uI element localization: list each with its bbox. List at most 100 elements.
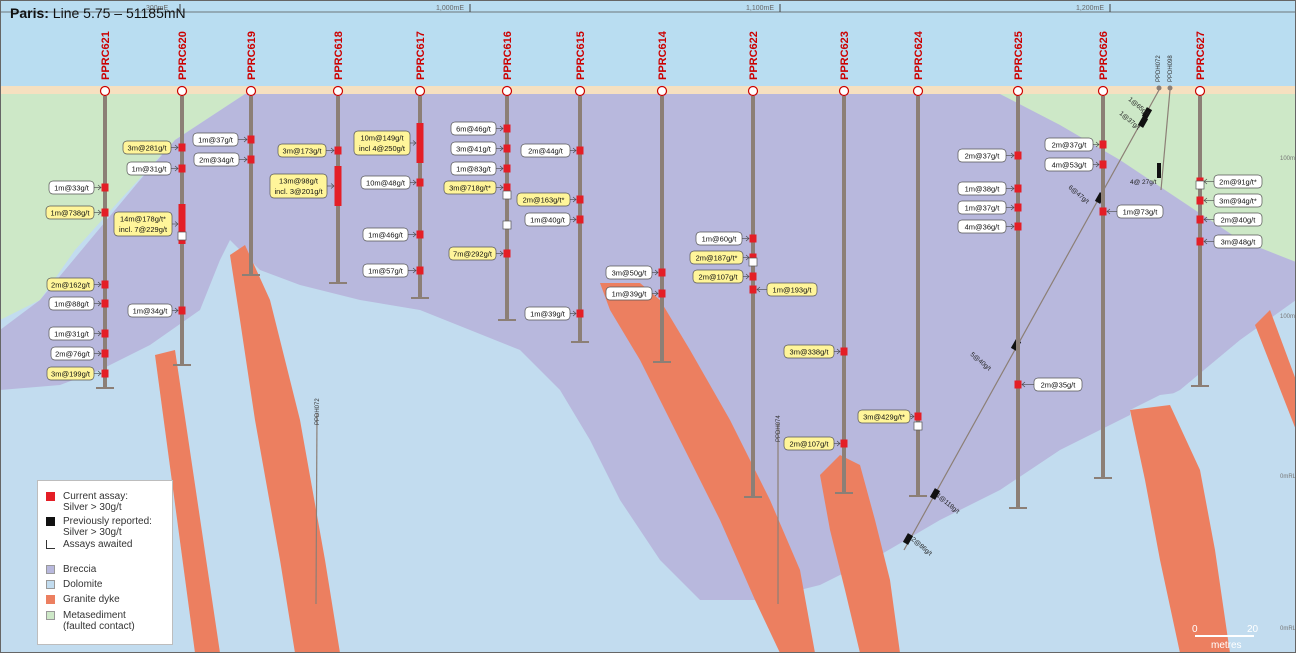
current-interval	[576, 146, 584, 155]
leader-arrow	[745, 273, 750, 280]
previous-interval	[1137, 116, 1149, 128]
leader-arrow	[330, 147, 335, 154]
current-interval	[1196, 237, 1204, 246]
intercept-text: 1m@37g/t	[965, 204, 1001, 213]
legend-label: Breccia	[63, 564, 97, 575]
intercept: 1m@37g/t	[957, 200, 1022, 215]
awaited-interval	[748, 257, 758, 267]
intercept: 3m@94g/t*	[1196, 193, 1263, 208]
intercept-text: 1m@38g/t	[965, 185, 1001, 194]
intercept: 3m@338g/t	[783, 344, 848, 359]
leader-arrow	[174, 307, 179, 314]
leader-arrow	[654, 269, 659, 276]
historic-collar	[1156, 85, 1162, 91]
awaited-interval	[177, 231, 187, 241]
historic-hole-trace	[315, 412, 318, 605]
intercept: 2m@37g/t	[1044, 137, 1107, 152]
intercept-text: 3m@173g/t	[283, 147, 323, 156]
intercept-text: 2m@91g/t*	[1219, 178, 1257, 187]
hole-name: PPRC627	[1195, 31, 1207, 80]
granite-dyke-2	[230, 245, 340, 653]
intercept: 1m@738g/t	[45, 205, 109, 220]
intercept-text: 3m@718g/t*	[449, 184, 491, 193]
current-interval	[247, 155, 255, 164]
current-interval	[749, 285, 757, 294]
current-interval	[416, 123, 424, 163]
intercept-text: 3m@199g/t	[51, 370, 91, 379]
intercept: 4m@36g/t	[957, 219, 1022, 234]
hole-name: PPRC617	[415, 31, 427, 80]
legend-label: Assays awaited	[63, 539, 133, 550]
granite-dyke-5	[1130, 405, 1230, 653]
legend-granite: Granite dyke	[46, 594, 163, 605]
leader-arrow	[572, 147, 577, 154]
current-interval	[503, 183, 511, 192]
intercept-text: 2m@37g/t	[1052, 141, 1088, 150]
collar	[1097, 85, 1109, 97]
intercept: 1m@73g/t	[1099, 204, 1164, 219]
sky	[0, 0, 1296, 95]
intercept-text: 1m@31g/t	[132, 165, 168, 174]
awaited-interval	[502, 190, 512, 200]
legend: Current assay:Silver > 30g/t Previously …	[37, 480, 173, 645]
current-interval	[416, 178, 424, 187]
title-rest: Line 5.75 – 51185mN	[48, 5, 186, 21]
collar	[1012, 85, 1024, 97]
granite-dyke-6	[1255, 310, 1296, 430]
intercept-text: 2m@44g/t	[528, 147, 564, 156]
top-tick-label: 300mE	[146, 5, 169, 12]
legend-sub: (faulted contact)	[63, 621, 135, 632]
intercept: 10m@48g/t	[360, 175, 424, 190]
intercept-text: 2m@37g/t	[965, 152, 1001, 161]
legend-swatch-breccia	[46, 565, 55, 574]
legend-label: Previously reported:	[63, 516, 152, 527]
previous-interval	[1157, 163, 1161, 178]
intercept-text: 3m@41g/t	[456, 145, 492, 154]
current-interval	[101, 183, 109, 192]
drill-hole: PPRC616	[498, 31, 516, 321]
current-interval	[503, 249, 511, 258]
intercept-text: 4m@36g/t	[965, 223, 1001, 232]
leader-arrow	[910, 413, 915, 420]
leader-arrow	[572, 196, 577, 203]
intercept-text: 1m@39g/t	[530, 310, 566, 319]
hole-name: PPRC623	[839, 31, 851, 80]
intercept: 1m@193g/t	[749, 282, 818, 297]
leader-arrow	[1106, 208, 1111, 215]
intercept: 2m@107g/t	[692, 269, 757, 284]
intercept-text: 10m@149g/t	[360, 134, 404, 143]
legend-previous: Previously reported:Silver > 30g/t	[46, 516, 163, 538]
leader-arrow	[572, 216, 577, 223]
leader-arrow	[1203, 197, 1208, 204]
intercept-text: 4m@53g/t	[1052, 161, 1088, 170]
leader-arrow	[243, 136, 248, 143]
intercept: 3m@718g/t*	[443, 180, 511, 195]
leader-arrow	[97, 350, 102, 357]
intercept-text: 2m@40g/t	[1221, 216, 1257, 225]
intercept-text-2: incl. 3@201g/t	[274, 187, 323, 196]
intercept: 1m@40g/t	[524, 212, 584, 227]
collar	[414, 85, 426, 97]
drill-hole: PPRC622	[744, 31, 762, 498]
current-interval	[334, 146, 342, 155]
intercept: 1m@83g/t	[450, 161, 511, 176]
legend-label: Dolomite	[63, 579, 103, 590]
legend-sub: Silver > 30g/t	[63, 527, 122, 538]
current-interval	[101, 329, 109, 338]
leader-arrow	[97, 281, 102, 288]
leader-arrow	[499, 184, 504, 191]
intercept-text: 2m@107g/t	[699, 273, 739, 282]
leader-arrow	[243, 156, 248, 163]
intercept-text-2: incl 4@250g/t	[359, 144, 406, 153]
leader-arrow	[1010, 185, 1015, 192]
drill-hole: PPRC614	[653, 30, 671, 363]
collar	[245, 85, 257, 97]
current-interval	[840, 347, 848, 356]
leader-arrow	[97, 330, 102, 337]
intercept-text: 3m@281g/t	[128, 144, 168, 153]
intercept-text-2: incl. 7@229g/t	[119, 225, 168, 234]
leader-arrow	[97, 370, 102, 377]
current-interval	[658, 268, 666, 277]
intercept: 1m@46g/t	[362, 227, 424, 242]
